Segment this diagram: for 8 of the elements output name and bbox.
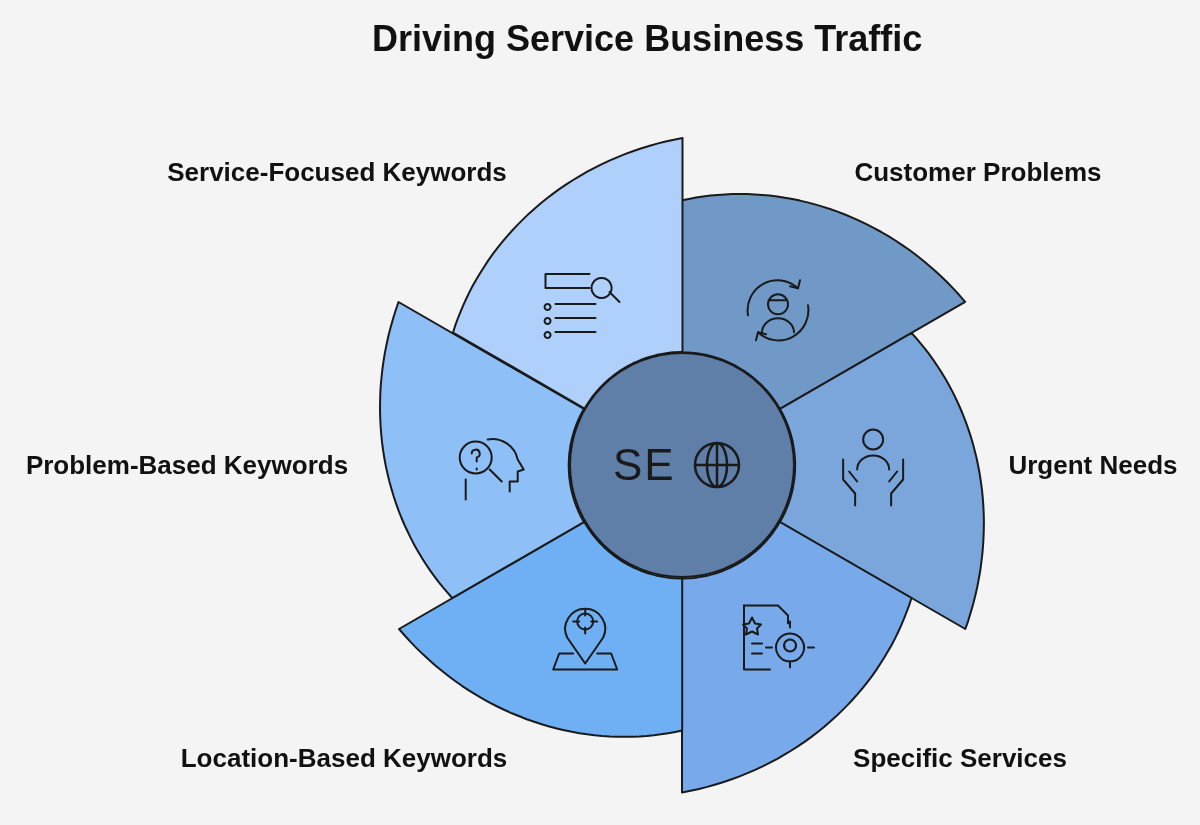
segment-label: Specific Services — [853, 742, 1067, 774]
segment-label: Urgent Needs — [1008, 449, 1178, 481]
segment-label: Customer Problems — [854, 156, 1102, 188]
segment-label: Problem-Based Keywords — [25, 449, 349, 481]
segment-label: Location-Based Keywords — [180, 742, 508, 774]
center-text: SE — [613, 440, 676, 490]
segment-label: Service-Focused Keywords — [167, 156, 507, 188]
title: Driving Service Business Traffic — [372, 18, 923, 60]
